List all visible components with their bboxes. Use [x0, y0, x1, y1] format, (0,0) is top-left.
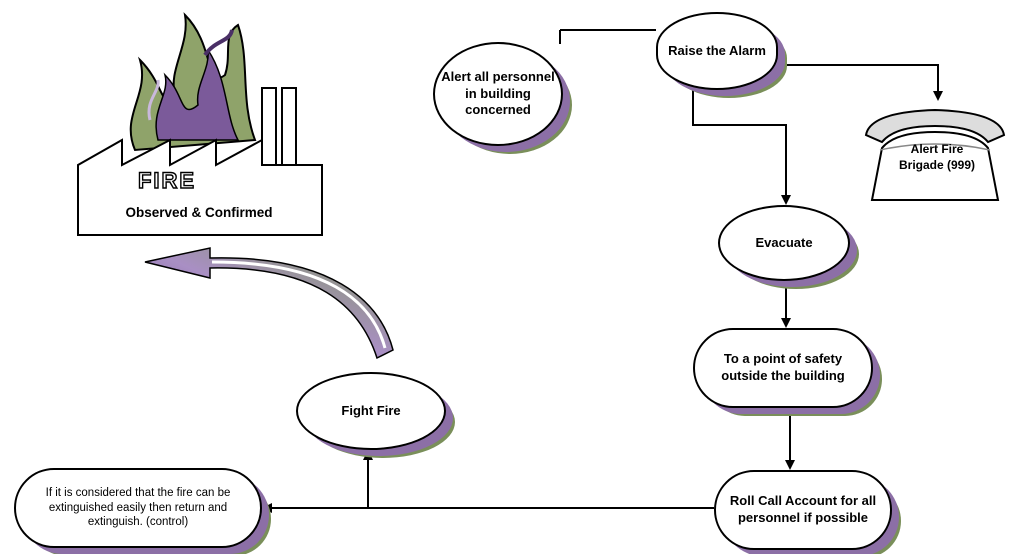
safety-point-node: To a point of safety outside the buildin…	[693, 328, 873, 408]
evacuate-label: Evacuate	[755, 234, 813, 250]
alert-all-personnel-label: Alert all personnel in building concerne…	[441, 68, 555, 118]
raise-alarm-node: Raise the Alarm	[656, 12, 778, 90]
alert-all-personnel-node: Alert all personnel in building concerne…	[433, 42, 563, 146]
factory-fire-icon	[77, 12, 323, 236]
safety-point-label: To a point of safety outside the buildin…	[721, 351, 845, 383]
telephone-icon	[864, 108, 1006, 201]
raise-alarm-label: Raise the Alarm	[668, 42, 766, 58]
fight-fire-node: Fight Fire	[296, 372, 446, 450]
fire-title: FIRE	[137, 167, 197, 193]
evacuate-node: Evacuate	[718, 205, 850, 281]
connector-alarm-to-brigade	[778, 64, 943, 101]
roll-call-node: Roll Call Account for all personnel if p…	[714, 470, 892, 550]
fire-caption: Observed & Confirmed	[125, 205, 273, 220]
extinguish-note-node: If it is considered that the fire can be…	[14, 468, 262, 548]
roll-call-label: Roll Call Account for all personnel if p…	[729, 493, 877, 525]
connector-alarm-to-evacuate	[692, 90, 791, 205]
extinguish-note-label: If it is considered that the fire can be…	[45, 486, 231, 529]
curved-arrow-icon	[144, 247, 394, 360]
fight-fire-label: Fight Fire	[341, 402, 401, 418]
fire-brigade-label: Alert Fire Brigade (999)	[898, 142, 976, 172]
